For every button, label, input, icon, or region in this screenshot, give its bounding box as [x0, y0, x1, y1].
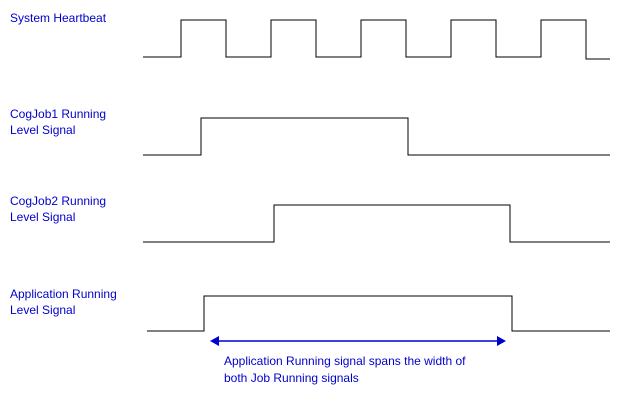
heartbeat-waveform — [143, 19, 610, 60]
cogjob1-label-line-2: Level Signal — [10, 123, 76, 137]
application-label-line-1: Application Running — [10, 287, 117, 301]
arrow-head-right — [497, 336, 506, 346]
cogjob2-label: CogJob2 Running Level Signal — [10, 193, 106, 225]
heartbeat-label: System Heartbeat — [10, 10, 106, 26]
span-annotation: Application Running signal spans the wid… — [224, 353, 466, 387]
application-label-line-2: Level Signal — [10, 303, 76, 317]
cogjob2-label-line-2: Level Signal — [10, 210, 76, 224]
span-annotation-line-2: both Job Running signals — [224, 371, 359, 385]
arrow-head-left — [210, 336, 219, 346]
cogjob2-label-line-1: CogJob2 Running — [10, 194, 107, 208]
cogjob1-label: CogJob1 Running Level Signal — [10, 106, 106, 138]
heartbeat-label-line-1: System Heartbeat — [10, 11, 107, 25]
cogjob1-waveform — [143, 117, 610, 156]
application-label: Application Running Level Signal — [10, 286, 117, 318]
span-arrow — [210, 336, 506, 346]
cogjob2-waveform — [143, 204, 610, 243]
application-waveform — [147, 295, 610, 332]
cogjob1-label-line-1: CogJob1 Running — [10, 107, 107, 121]
span-annotation-line-1: Application Running signal spans the wid… — [224, 354, 466, 368]
